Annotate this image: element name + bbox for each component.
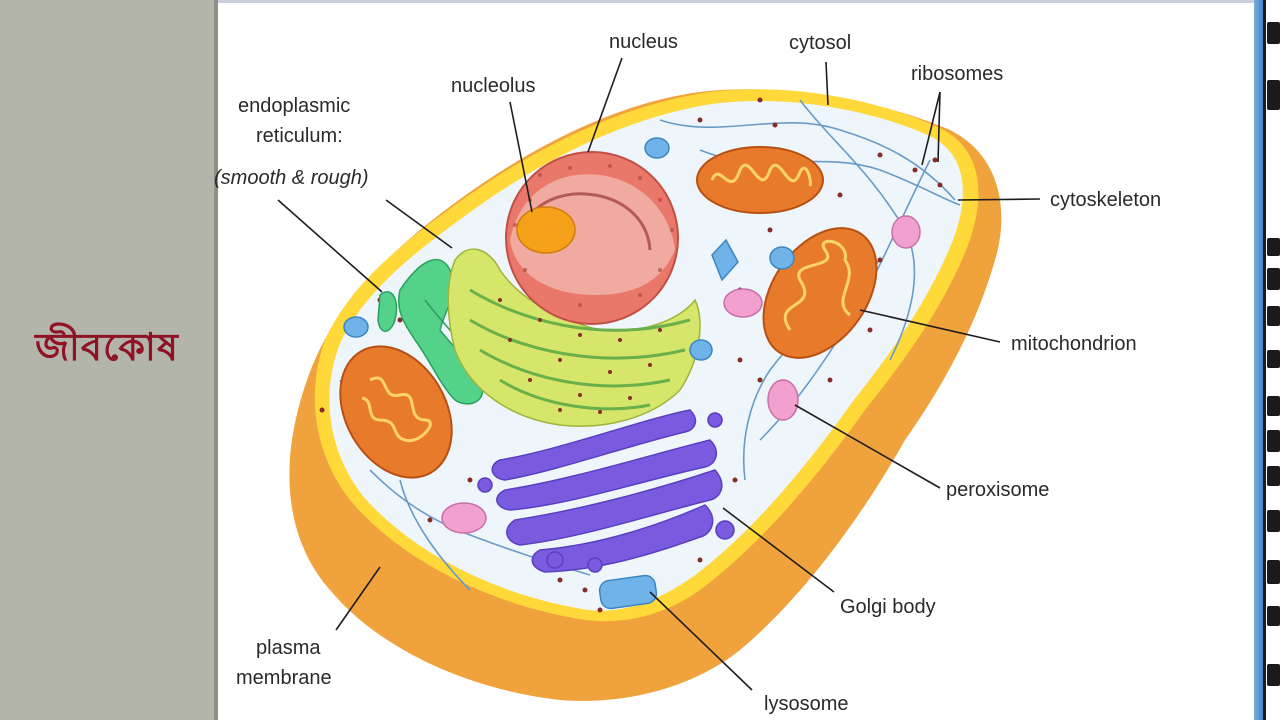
text-fragment [1267, 22, 1280, 44]
label-golgi-body: Golgi body [840, 596, 936, 618]
window-border [1254, 0, 1263, 720]
right-edge-panel [1254, 0, 1280, 720]
text-fragment [1267, 664, 1280, 686]
label-cytosol: cytosol [789, 32, 851, 54]
text-fragment [1267, 350, 1280, 368]
text-fragment [1267, 560, 1280, 584]
text-fragment [1267, 396, 1280, 416]
label-mitochondrion: mitochondrion [1011, 333, 1137, 355]
label-ribosomes: ribosomes [911, 63, 1003, 85]
text-fragment [1267, 430, 1280, 452]
text-fragment [1267, 268, 1280, 290]
label-er-line1: endoplasmic [238, 95, 350, 117]
text-fragment [1267, 510, 1280, 532]
label-nucleolus: nucleolus [451, 75, 536, 97]
text-fragment [1267, 238, 1280, 256]
label-plasma-line2: membrane [236, 667, 332, 689]
mitochondrion-3 [339, 345, 453, 479]
peroxisome [441, 215, 921, 534]
label-er-line2: reticulum: [256, 125, 343, 147]
sidebar-title: জীবকোষ [35, 325, 179, 369]
rough-er [447, 248, 701, 427]
panel-divider [214, 0, 218, 720]
text-fragment [1267, 606, 1280, 626]
label-plasma-line1: plasma [256, 637, 321, 659]
nucleus [505, 151, 679, 325]
window-border-dark [1263, 0, 1266, 720]
label-cytoskeleton: cytoskeleton [1050, 189, 1161, 211]
text-fragment [1267, 80, 1280, 110]
animal-cell-diagram: nucleus cytosol ribosomes nucleolus endo… [214, 31, 1161, 715]
text-fragment [1267, 306, 1280, 326]
lysosome [343, 137, 795, 610]
left-sidebar: জীবকোষ [0, 0, 214, 720]
label-nucleus: nucleus [609, 31, 678, 53]
leader-lines [277, 57, 1041, 691]
label-peroxisome: peroxisome [946, 479, 1049, 501]
golgi-body [477, 409, 735, 573]
mitochondrion-1 [696, 146, 824, 214]
text-fragment [1267, 466, 1280, 486]
nucleolus [516, 206, 576, 254]
label-lysosome: lysosome [764, 693, 848, 715]
label-er-line3: (smooth & rough) [214, 167, 369, 189]
